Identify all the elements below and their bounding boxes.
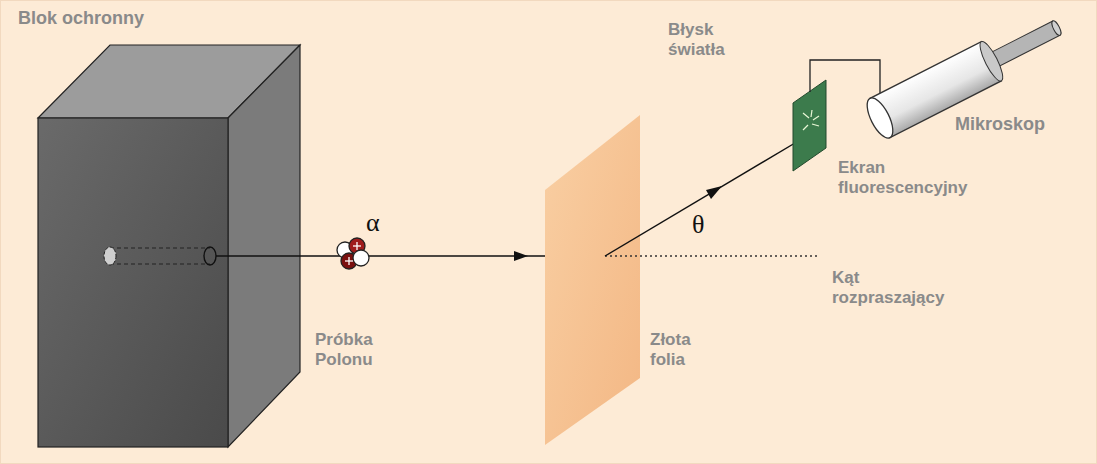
angle-symbol: θ [692,210,704,240]
reference-line [605,255,820,256]
alpha-particle [337,238,369,269]
microscope [862,7,1069,142]
alpha-symbol: α [366,208,380,238]
source-label: Próbka Polonu [315,330,373,369]
screen-wire [810,60,880,95]
microscope-label: Mikroskop [955,114,1045,135]
fluorescent-screen [793,80,826,171]
gold-foil [545,115,640,445]
beam-arrowhead [514,251,528,261]
block-label: Blok ochronny [18,8,144,29]
shield-block [38,45,300,447]
light-flash [803,110,819,130]
screen-label: Ekran fluorescencyjny [838,158,967,197]
scattered-path [605,143,795,256]
flash-label: Błysk światła [668,20,725,59]
angle-label: Kąt rozpraszający [832,268,944,307]
scatter-arrowhead [706,186,722,199]
foil-label: Złota folia [650,330,691,369]
